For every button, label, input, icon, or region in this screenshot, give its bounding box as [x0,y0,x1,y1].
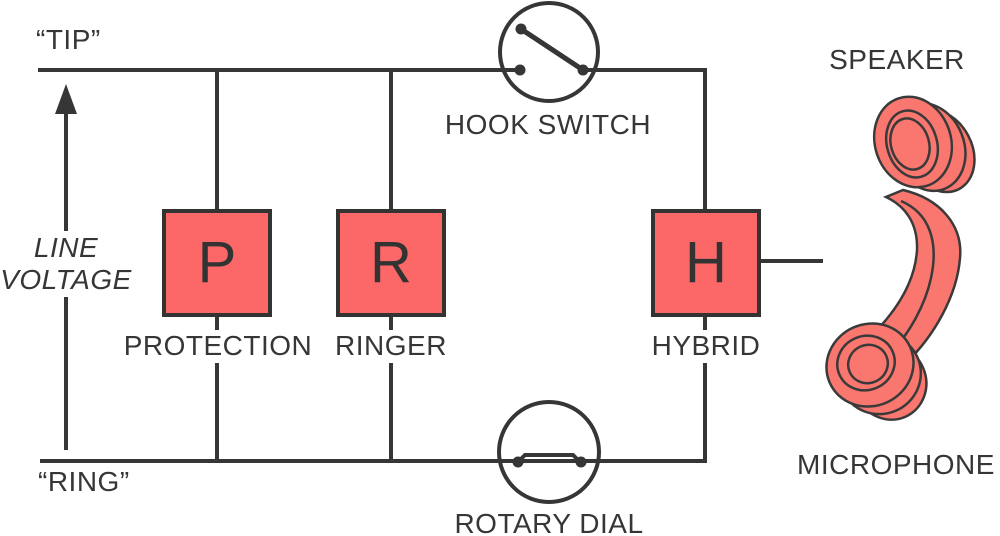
line-voltage-label-line1: LINE [33,232,99,263]
ringer-label: RINGER [329,330,453,363]
earpiece-ring [884,109,940,179]
handset-illustration [825,95,976,421]
line-voltage-label: LINE VOLTAGE [0,231,138,297]
rotary-contact-left [512,456,524,468]
mouthpiece-ring [836,334,896,392]
arrow-head-icon [55,84,77,114]
protection-block: P [162,209,272,317]
ringer-block: R [336,209,446,317]
hybrid-block-letter: H [685,230,727,295]
microphone-label: MICROPHONE [797,449,995,480]
handle-contour-line [891,199,935,353]
hook-switch-blade [518,26,586,73]
speaker-label: SPEAKER [829,44,965,75]
line-voltage-label-line2: VOLTAGE [0,264,132,295]
hybrid-label: HYBRID [645,330,767,363]
ring-terminal-label: “RING” [38,466,130,497]
hook-switch-symbol [514,23,589,76]
rotary-dial-symbol [512,453,587,468]
rotary-dial-circle [497,400,601,504]
rotary-dial-label: ROTARY DIAL [454,508,644,536]
hybrid-block: H [651,209,761,317]
hook-contact-left [514,64,526,76]
mouthpiece-inner-ring [846,343,890,385]
tip-wire-right-corner [583,68,707,213]
protection-label: PROTECTION [117,330,319,363]
hook-contact-right [577,64,589,76]
hybrid-down-and-ring-wire [40,315,707,463]
earpiece-inner-ring [889,117,931,171]
tip-terminal-label: “TIP” [36,24,101,55]
hook-contact-upper [515,23,527,35]
hook-switch-circle [498,1,600,103]
ringer-block-letter: R [370,230,412,295]
hook-switch-label: HOOK SWITCH [444,109,652,140]
protection-block-letter: P [197,230,237,295]
rotary-contact-right [575,456,587,468]
